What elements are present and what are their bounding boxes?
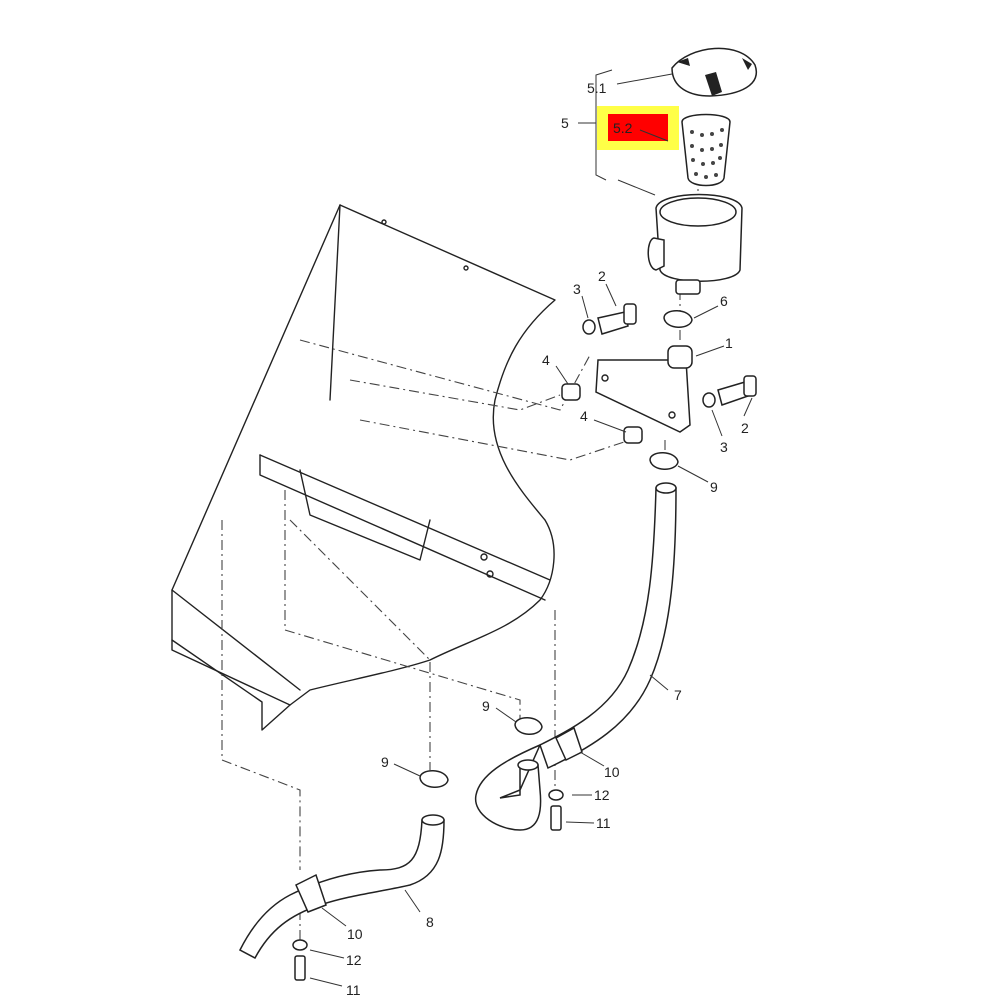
callout-2: 2 (741, 420, 749, 436)
callout-8: 8 (426, 914, 434, 930)
callout-labels: 5.1 5.2 5 3 2 6 1 4 4 3 2 9 7 9 10 12 11… (346, 80, 749, 998)
callout-12: 12 (594, 787, 610, 803)
callout-12: 12 (346, 952, 362, 968)
filter-housing (647, 193, 743, 295)
chassis-panel (171, 204, 556, 731)
callout-7: 7 (674, 687, 682, 703)
leader-lines (309, 73, 753, 987)
callout-4: 4 (580, 408, 588, 424)
alignment-lines (221, 135, 699, 940)
callout-11: 11 (596, 815, 611, 831)
callout-5-1: 5.1 (587, 80, 607, 96)
callout-1: 1 (725, 335, 733, 351)
mounting-bracket (595, 345, 693, 433)
callout-9: 9 (381, 754, 389, 770)
highlight-red (608, 114, 668, 141)
callout-4: 4 (542, 352, 550, 368)
callout-5: 5 (561, 115, 569, 131)
breather-cap (671, 47, 758, 97)
callout-10: 10 (347, 926, 363, 942)
hardware-top (561, 303, 757, 470)
callout-3: 3 (720, 439, 728, 455)
callout-10: 10 (604, 764, 620, 780)
hose-lower (239, 770, 449, 981)
callout-5-2: 5.2 (613, 120, 633, 136)
callout-6: 6 (720, 293, 728, 309)
hose-main (475, 482, 677, 831)
callout-3: 3 (573, 281, 581, 297)
filter-element (681, 113, 731, 187)
callout-11: 11 (346, 982, 361, 998)
callout-9: 9 (710, 479, 718, 495)
callout-9: 9 (482, 698, 490, 714)
callout-2: 2 (598, 268, 606, 284)
